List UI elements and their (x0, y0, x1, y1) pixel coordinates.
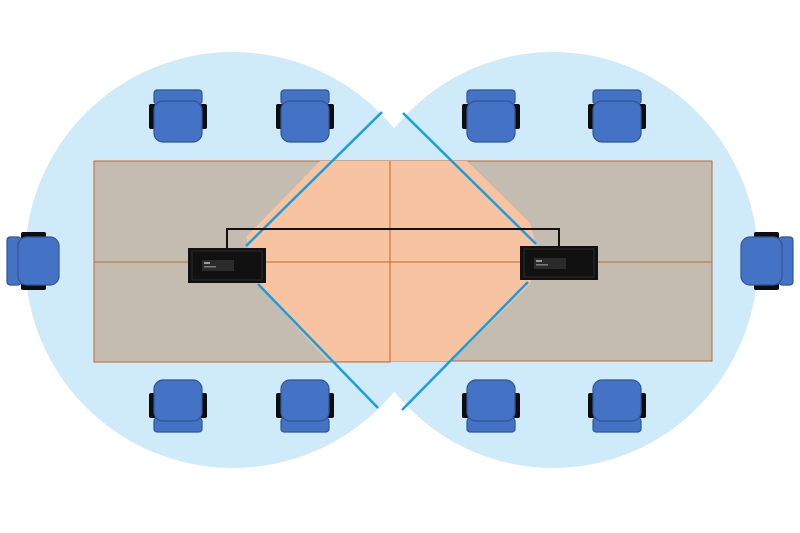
office-chair-icon (149, 379, 207, 433)
chairs (6, 89, 794, 433)
overlap-zone (246, 161, 536, 361)
office-chair-icon (740, 232, 794, 290)
office-chair-icon (276, 89, 334, 143)
beam-left-lower (257, 283, 379, 409)
ceiling-microphone-device-icon (520, 246, 598, 280)
device-cable (226, 228, 560, 249)
office-chair-icon (588, 89, 646, 143)
ceiling-microphone-device-icon (188, 248, 266, 283)
beam-left-upper (245, 111, 383, 247)
office-chair-icon (6, 232, 60, 290)
beam-right-upper (402, 112, 537, 245)
office-chair-icon (462, 89, 520, 143)
conference-tables (93, 160, 713, 363)
office-chair-icon (149, 89, 207, 143)
office-chair-icon (588, 379, 646, 433)
beam-right-lower (401, 281, 529, 411)
beam-lines (245, 111, 537, 411)
office-chair-icon (276, 379, 334, 433)
office-chair-icon (462, 379, 520, 433)
